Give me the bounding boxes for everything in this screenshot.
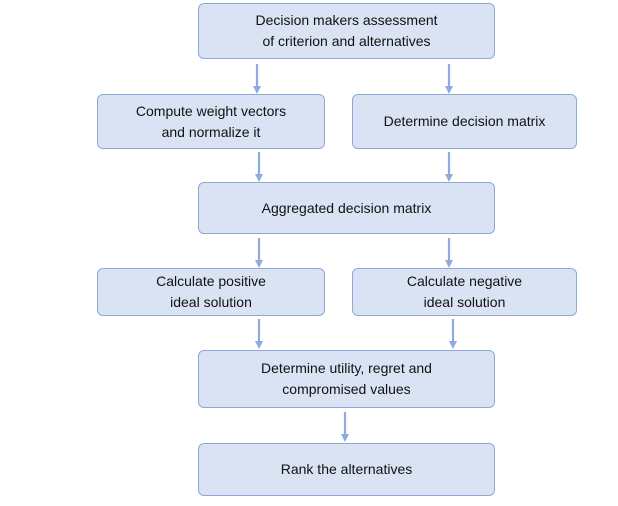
negative-ideal-label: Calculate negative ideal solution [406, 273, 523, 310]
assessment-label: Decision makers assessment of criterion … [255, 12, 438, 49]
rank-box: Rank the alternatives [198, 443, 495, 496]
aggregated-label: Aggregated decision matrix [261, 199, 432, 216]
utility-label: Determine utility, regret and compromise… [261, 360, 432, 397]
utility-box: Determine utility, regret and compromise… [198, 350, 495, 408]
weights-label: Compute weight vectors and normalize it [135, 102, 287, 140]
aggregated-box: Aggregated decision matrix [198, 182, 495, 234]
weights-box: Compute weight vectors and normalize it [97, 94, 325, 149]
assessment-box: Decision makers assessment of criterion … [198, 3, 495, 59]
negative-ideal-box: Calculate negative ideal solution [352, 268, 577, 316]
rank-label: Rank the alternatives [280, 461, 413, 477]
positive-ideal-label: Calculate positive ideal solution [156, 273, 266, 310]
positive-ideal-box: Calculate positive ideal solution [97, 268, 325, 316]
decision-matrix-label: Determine decision matrix [383, 113, 546, 129]
decision-matrix-box: Determine decision matrix [352, 94, 577, 149]
